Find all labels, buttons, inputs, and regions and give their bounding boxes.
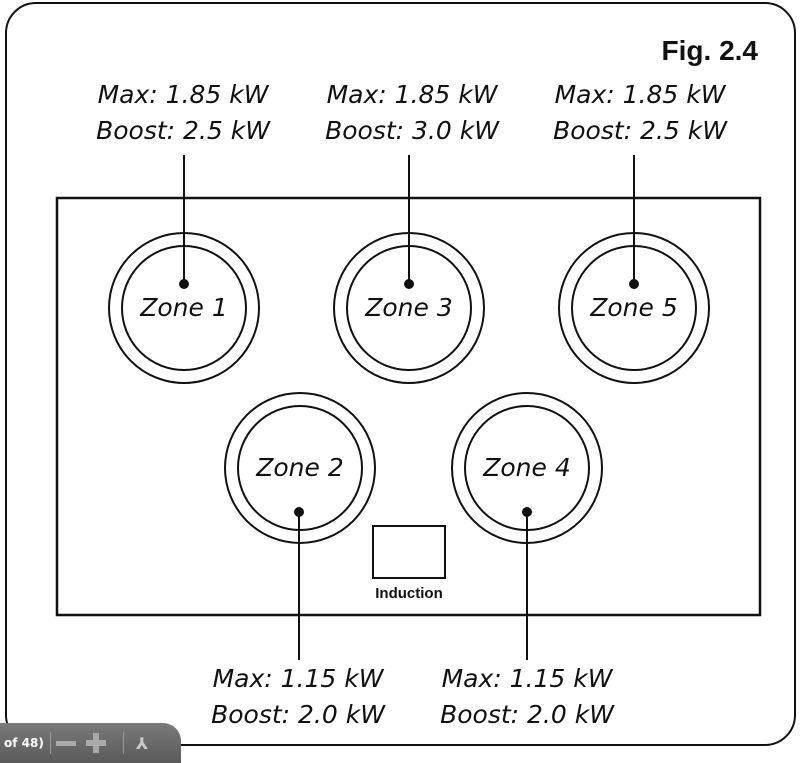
acrobat-icon[interactable]: ⅄	[135, 733, 149, 753]
zoom-out-button[interactable]	[51, 730, 81, 756]
zone-boost: Boost: 2.5 kW	[553, 116, 728, 145]
zone-max: Max: 1.15 kW	[442, 664, 614, 693]
zone-max: Max: 1.85 kW	[555, 80, 727, 109]
zone-4: Zone 4 Max: 1.15 kW Boost: 2.0 kW	[440, 392, 615, 729]
zone-name: Zone 3	[364, 293, 453, 322]
zoom-in-button[interactable]	[81, 730, 111, 756]
zone-5: Zone 5 Max: 1.85 kW Boost: 2.5 kW	[553, 80, 728, 384]
zone-boost: Boost: 2.5 kW	[96, 116, 271, 145]
toolbar-divider	[123, 732, 124, 754]
toolbar-divider	[50, 732, 51, 754]
zone-1: Zone 1 Max: 1.85 kW Boost: 2.5 kW	[96, 80, 271, 384]
figure-label: Fig. 2.4	[662, 35, 759, 66]
zone-2: Zone 2 Max: 1.15 kW Boost: 2.0 kW	[211, 392, 386, 729]
zone-name: Zone 1	[139, 293, 228, 322]
zone-3: Zone 3 Max: 1.85 kW Boost: 3.0 kW	[325, 80, 500, 384]
figure-border	[5, 2, 796, 746]
zone-boost: Boost: 2.0 kW	[211, 700, 386, 729]
induction-label: Induction	[375, 585, 443, 602]
plus-icon	[86, 733, 106, 753]
page-count: of 48)	[4, 736, 44, 750]
pdf-toolbar: of 48) ⅄	[0, 723, 181, 763]
zone-name: Zone 5	[589, 293, 678, 322]
zone-name: Zone 2	[255, 453, 344, 482]
zone-boost: Boost: 3.0 kW	[325, 116, 500, 145]
zone-max: Max: 1.85 kW	[98, 80, 270, 109]
zone-boost: Boost: 2.0 kW	[440, 700, 615, 729]
zone-name: Zone 4	[482, 453, 571, 482]
zone-max: Max: 1.85 kW	[327, 80, 499, 109]
control-panel-box	[372, 525, 446, 579]
zone-max: Max: 1.15 kW	[213, 664, 385, 693]
minus-icon	[56, 740, 76, 746]
